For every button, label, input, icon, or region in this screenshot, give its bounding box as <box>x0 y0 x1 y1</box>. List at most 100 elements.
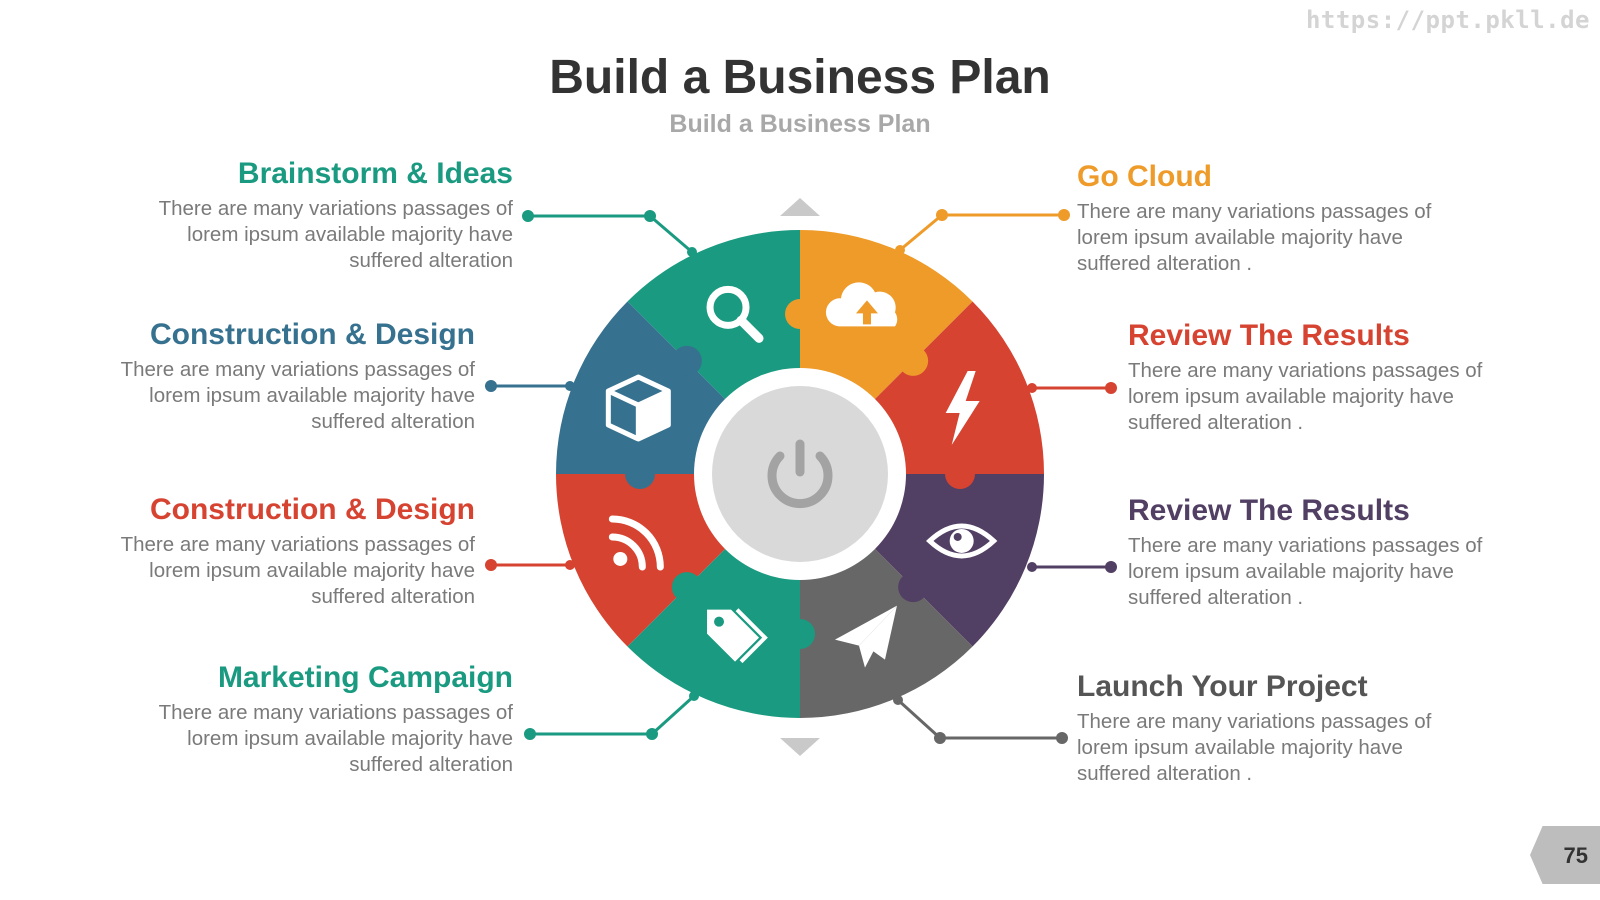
page-title: Build a Business Plan <box>549 51 1051 104</box>
connector-marketing-end-dot <box>524 728 536 740</box>
connector-brainstorm-joint-dot <box>644 210 656 222</box>
body-line: suffered alteration . <box>1128 411 1304 434</box>
connector-review-top-start-dot <box>1027 383 1037 393</box>
body-line: suffered alteration <box>349 249 513 272</box>
body-line: lorem ipsum available majority have <box>187 223 513 246</box>
connector-go-cloud-joint-dot <box>936 209 948 221</box>
tag-hole <box>714 616 725 627</box>
block-construction-top: Construction & Design There are many var… <box>55 317 475 435</box>
body-construction-bottom: There are many variations passages of lo… <box>55 532 475 610</box>
rss-dot <box>613 551 628 566</box>
connector-launch <box>893 695 1068 744</box>
heading-go-cloud: Go Cloud <box>1077 160 1212 193</box>
heading-construction-bottom: Construction & Design <box>149 493 475 526</box>
body-line: lorem ipsum available majority have <box>1077 226 1403 249</box>
connector-go-cloud-end-dot <box>1058 209 1070 221</box>
cloud-shape <box>825 282 898 327</box>
up-pointer-icon <box>780 198 820 216</box>
body-line: lorem ipsum available majority have <box>187 727 513 750</box>
heading-brainstorm: Brainstorm & Ideas <box>237 157 513 190</box>
connector-construction-top-start-dot <box>565 381 575 391</box>
power-icon <box>767 439 833 509</box>
cloud-upload-icon <box>825 282 898 327</box>
connector-brainstorm-line <box>528 214 693 254</box>
connector-brainstorm <box>522 210 697 257</box>
body-go-cloud: There are many variations passages of lo… <box>1077 199 1497 277</box>
connector-construction-bottom-end-dot <box>485 559 497 571</box>
connector-launch-line <box>896 698 1062 740</box>
body-line: suffered alteration <box>311 585 475 608</box>
block-review-bottom: Review The Results There are many variat… <box>1128 493 1548 611</box>
segment-construction-top <box>556 301 730 474</box>
tag-back <box>735 608 768 664</box>
page-subtitle: Build a Business Plan <box>669 110 931 138</box>
heading-marketing: Marketing Campaign <box>217 661 513 694</box>
heading-review-bottom: Review The Results <box>1128 494 1410 527</box>
connector-review-bottom-start-dot <box>1027 562 1037 572</box>
tab-review-top <box>945 459 975 489</box>
down-pointer-icon <box>780 738 820 756</box>
body-review-bottom: There are many variations passages of lo… <box>1128 533 1548 611</box>
body-marketing: There are many variations passages of lo… <box>93 700 513 778</box>
heading-review-top: Review The Results <box>1128 319 1410 352</box>
connector-review-bottom <box>1027 561 1117 573</box>
body-line: There are many variations passages of <box>158 197 513 220</box>
body-line: lorem ipsum available majority have <box>1128 560 1454 583</box>
eye-icon <box>926 523 998 559</box>
connector-construction-bottom-start-dot <box>565 560 575 570</box>
segment-review-top <box>870 301 1044 474</box>
eye-iris <box>949 528 974 553</box>
rss-arc-2 <box>608 515 664 571</box>
block-launch: Launch Your Project There are many varia… <box>1077 669 1497 787</box>
plane-wing-2 <box>858 605 897 668</box>
body-line: suffered alteration <box>311 410 475 433</box>
connector-marketing-joint-dot <box>646 728 658 740</box>
page-number: 75 <box>1563 843 1588 868</box>
body-line: There are many variations passages of <box>158 701 513 724</box>
block-marketing: Marketing Campaign There are many variat… <box>93 660 513 778</box>
cube-face <box>638 391 669 440</box>
body-line: suffered alteration . <box>1128 586 1304 609</box>
tab-review-bottom <box>898 572 929 603</box>
body-brainstorm: There are many variations passages of lo… <box>93 196 513 274</box>
connector-construction-top-end-dot <box>485 380 497 392</box>
rss-arc-1 <box>608 533 646 571</box>
segment-review-bottom <box>870 474 1044 647</box>
tab-go-cloud <box>785 299 815 329</box>
page-number-tab <box>1530 826 1600 884</box>
body-line: There are many variations passages of <box>120 358 475 381</box>
eye-outline <box>926 523 998 559</box>
connector-brainstorm-end-dot <box>522 210 534 222</box>
search-icon-lens <box>706 285 750 329</box>
tab-construction-top <box>625 459 655 489</box>
connector-launch-end-dot <box>1056 732 1068 744</box>
connector-review-top-end-dot <box>1105 382 1117 394</box>
tab-go-cloud-2 <box>898 345 929 376</box>
body-launch: There are many variations passages of lo… <box>1077 709 1497 787</box>
body-line: lorem ipsum available majority have <box>149 559 475 582</box>
body-review-top: There are many variations passages of lo… <box>1128 358 1548 436</box>
search-icon-handle <box>736 315 764 343</box>
tab-construction-top-2 <box>671 345 702 376</box>
body-line: lorem ipsum available majority have <box>1077 736 1403 759</box>
watermark: https://ppt.pkll.de <box>1305 6 1590 34</box>
connector-go-cloud-line <box>899 213 1064 252</box>
body-line: lorem ipsum available majority have <box>1128 385 1454 408</box>
paper-plane-icon <box>834 605 897 668</box>
power-icon-arc <box>767 451 833 509</box>
body-line: There are many variations passages of <box>1077 710 1432 733</box>
upload-arrow <box>855 300 878 325</box>
body-line: lorem ipsum available majority have <box>149 384 475 407</box>
plane-tail <box>870 605 897 660</box>
body-line: There are many variations passages of <box>120 533 475 556</box>
connector-marketing <box>524 691 699 740</box>
body-line: suffered alteration . <box>1077 762 1253 785</box>
tab-marketing-2 <box>671 572 702 603</box>
connector-review-bottom-end-dot <box>1105 561 1117 573</box>
lightning-icon <box>945 371 980 446</box>
body-line: There are many variations passages of <box>1128 534 1483 557</box>
plane-wing-1 <box>834 605 897 646</box>
block-go-cloud: Go Cloud There are many variations passa… <box>1077 159 1497 277</box>
connector-construction-top <box>485 380 575 392</box>
